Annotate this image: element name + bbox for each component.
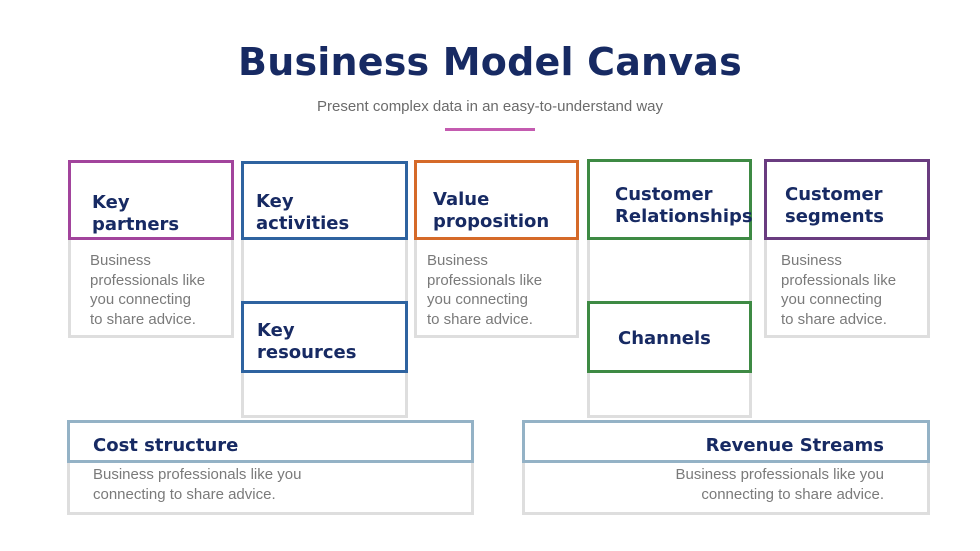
channels-header [587, 301, 752, 373]
customer-segments-text-line2: professionals like [781, 271, 897, 289]
revenue-streams-text-line1: Business professionals like you [675, 466, 884, 483]
customer-relationships-title-line2: Relationships [615, 206, 753, 227]
title-accent-divider [445, 128, 535, 131]
key-resources-header [241, 301, 408, 373]
key-activities-title: Key activities [256, 191, 349, 235]
revenue-streams-title: Revenue Streams [705, 435, 884, 456]
customer-segments-title: Customer segments [785, 184, 884, 228]
cost-structure-text-line2: connecting to share advice. [93, 485, 276, 503]
cost-structure-body [67, 458, 474, 515]
revenue-streams-description: Business professionals like you connecti… [676, 465, 884, 504]
value-proposition-title-line2: proposition [433, 211, 550, 232]
value-proposition-text-line3: you connecting [427, 291, 528, 308]
key-partners-description: Business professionals like you connecti… [90, 251, 205, 329]
key-activities-title-line2: activities [256, 213, 350, 234]
key-activities-header [241, 161, 408, 240]
cost-structure-text-line1: Business professionals like you [93, 466, 302, 483]
key-resources-title-line1: Key [257, 320, 295, 341]
key-resources-title: Key resources [257, 320, 356, 364]
key-partners-title: Key partners [92, 192, 179, 236]
value-proposition-title: Value proposition [433, 189, 549, 233]
value-proposition-text-line1: Business [427, 252, 488, 269]
customer-segments-description: Business professionals like you connecti… [781, 251, 896, 329]
customer-segments-text-line4: to share advice. [781, 310, 887, 328]
value-proposition-text-line2: professionals like [427, 271, 543, 289]
value-proposition-title-line1: Value [433, 189, 490, 210]
cost-structure-title: Cost structure [93, 435, 239, 456]
customer-segments-title-line1: Customer [785, 184, 883, 205]
customer-segments-text-line1: Business [781, 252, 842, 269]
customer-relationships-title-line1: Customer [615, 184, 713, 205]
channels-title: Channels [618, 328, 711, 349]
key-partners-header [68, 160, 234, 240]
customer-relationships-title: Customer Relationships [615, 184, 753, 228]
key-partners-text-line4: to share advice. [90, 310, 196, 328]
key-activities-title-line1: Key [256, 191, 294, 212]
value-proposition-text-line4: to share advice. [427, 310, 533, 328]
cost-structure-header [67, 420, 474, 463]
page-subtitle: Present complex data in an easy-to-under… [316, 98, 664, 115]
customer-segments-body [764, 236, 930, 338]
key-partners-text-line1: Business [90, 252, 151, 269]
key-partners-text-line3: you connecting [90, 291, 191, 308]
key-partners-text-line2: professionals like [90, 271, 206, 289]
customer-segments-header [764, 159, 930, 240]
key-partners-title-line1: Key [92, 192, 130, 213]
revenue-streams-text-line2: connecting to share advice. [701, 485, 884, 503]
cost-structure-description: Business professionals like you connecti… [93, 465, 301, 504]
revenue-streams-header [522, 420, 930, 463]
customer-relationships-header [587, 159, 752, 240]
page-title: Business Model Canvas [238, 40, 742, 84]
value-proposition-header [414, 160, 579, 240]
value-proposition-description: Business professionals like you connecti… [427, 251, 542, 329]
key-resources-title-line2: resources [257, 342, 357, 363]
customer-segments-text-line3: you connecting [781, 291, 882, 308]
key-partners-title-line2: partners [92, 214, 180, 235]
customer-segments-title-line2: segments [785, 206, 884, 227]
